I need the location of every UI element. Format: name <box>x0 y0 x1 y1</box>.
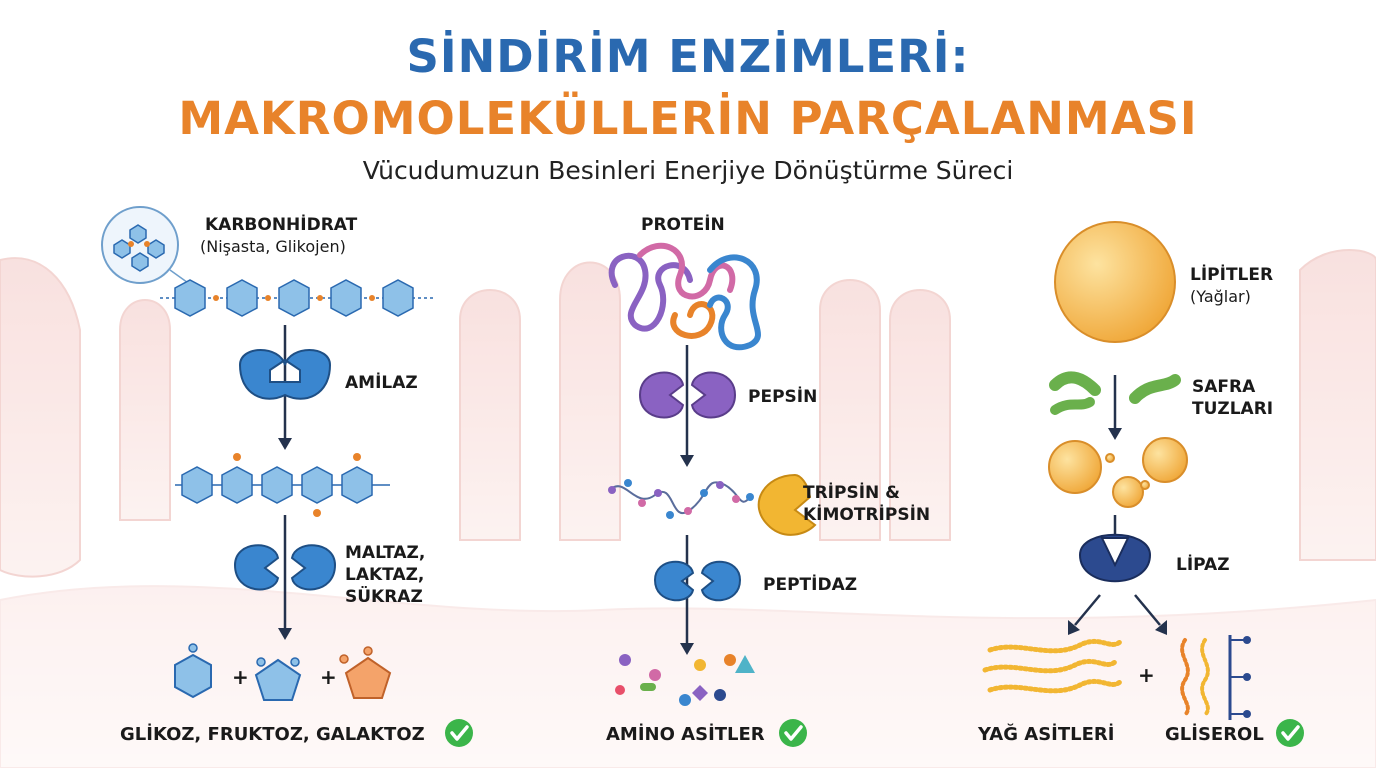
down-arrow-icon <box>680 643 694 655</box>
amino-acid-pieces <box>615 654 755 706</box>
lipid-examples: (Yağlar) <box>1190 287 1251 306</box>
page-subtitle: Vücudumuzun Besinleri Enerjiye Dönüştürm… <box>362 156 1014 185</box>
down-arrow-icon <box>278 438 292 450</box>
bile-salts-label-1: SAFRA <box>1192 377 1256 397</box>
fatty-acids-result: YAĞ ASİTLERİ <box>978 724 1115 745</box>
check-icon <box>779 719 807 747</box>
disaccharide-chain <box>175 453 390 517</box>
plus-sign: + <box>232 665 249 689</box>
fat-droplet-icon <box>1054 221 1176 343</box>
galactose-pentagon-icon <box>344 656 392 699</box>
down-arrow-icon <box>680 455 694 467</box>
maltase-label-3: SÜKRAZ <box>345 587 423 607</box>
trypsin-enzyme-icon <box>757 473 817 536</box>
carbohydrate-examples: (Nişasta, Glikojen) <box>200 237 346 256</box>
page-title: SİNDİRİM ENZİMLERİ: <box>406 30 970 83</box>
trypsin-label-1: TRİPSİN & <box>803 483 901 503</box>
starch-chain <box>160 279 435 317</box>
down-arrow-icon <box>278 628 292 640</box>
carbohydrate-label: KARBONHİDRAT <box>205 215 358 235</box>
down-arrow-icon <box>1074 594 1101 626</box>
check-icon <box>1276 719 1304 747</box>
down-arrow-icon <box>1108 428 1122 440</box>
plus-sign: + <box>1138 663 1155 687</box>
maltase-label-2: LAKTAZ, <box>345 565 425 585</box>
bile-salt-icon <box>1049 371 1101 396</box>
check-icon <box>445 719 473 747</box>
bile-salt-icon <box>1050 397 1095 415</box>
lipid-pathway: + <box>982 221 1251 720</box>
maltase-enzyme-icon <box>233 544 337 591</box>
glycerol-icon <box>1180 635 1251 720</box>
protein-coil-icon <box>608 242 761 351</box>
emulsified-droplets <box>1048 437 1188 508</box>
protein-label: PROTEİN <box>641 215 725 235</box>
pepsin-label: PEPSİN <box>748 387 818 407</box>
amylase-label: AMİLAZ <box>345 373 418 393</box>
bile-salt-icon <box>1129 374 1181 404</box>
peptidase-enzyme-icon <box>653 560 742 602</box>
fructose-pentagon-icon <box>254 658 302 701</box>
peptidase-label: PEPTİDAZ <box>763 575 858 595</box>
carbohydrate-pathway: + + <box>101 206 435 701</box>
bile-salts-label-2: TUZLARI <box>1192 399 1274 419</box>
fatty-acid-chains <box>982 638 1123 694</box>
pepsin-enzyme-icon <box>638 371 737 419</box>
lipase-label: LİPAZ <box>1176 555 1230 575</box>
trypsin-label-2: KİMOTRİPSİN <box>803 505 931 525</box>
carbohydrate-result: GLİKOZ, FRUKTOZ, GALAKTOZ <box>120 724 425 745</box>
plus-sign: + <box>320 665 337 689</box>
amylase-enzyme-icon <box>238 349 332 400</box>
glucose-hexagon-icon <box>174 653 212 699</box>
protein-result: AMİNO ASİTLER <box>606 724 765 745</box>
lipase-enzyme-icon <box>1078 533 1152 583</box>
down-arrow-icon <box>1068 620 1080 635</box>
lipid-label: LİPİTLER <box>1190 265 1274 285</box>
page-title-secondary: MAKROMOLEKÜLLERİN PARÇALANMASI <box>178 92 1198 145</box>
down-arrow-icon <box>1134 594 1161 626</box>
peptide-chain <box>608 479 754 519</box>
maltase-label-1: MALTAZ, <box>345 543 426 563</box>
down-arrow-icon <box>1155 620 1167 635</box>
glycerol-result: GLİSEROL <box>1165 724 1264 745</box>
protein-pathway <box>608 242 817 706</box>
